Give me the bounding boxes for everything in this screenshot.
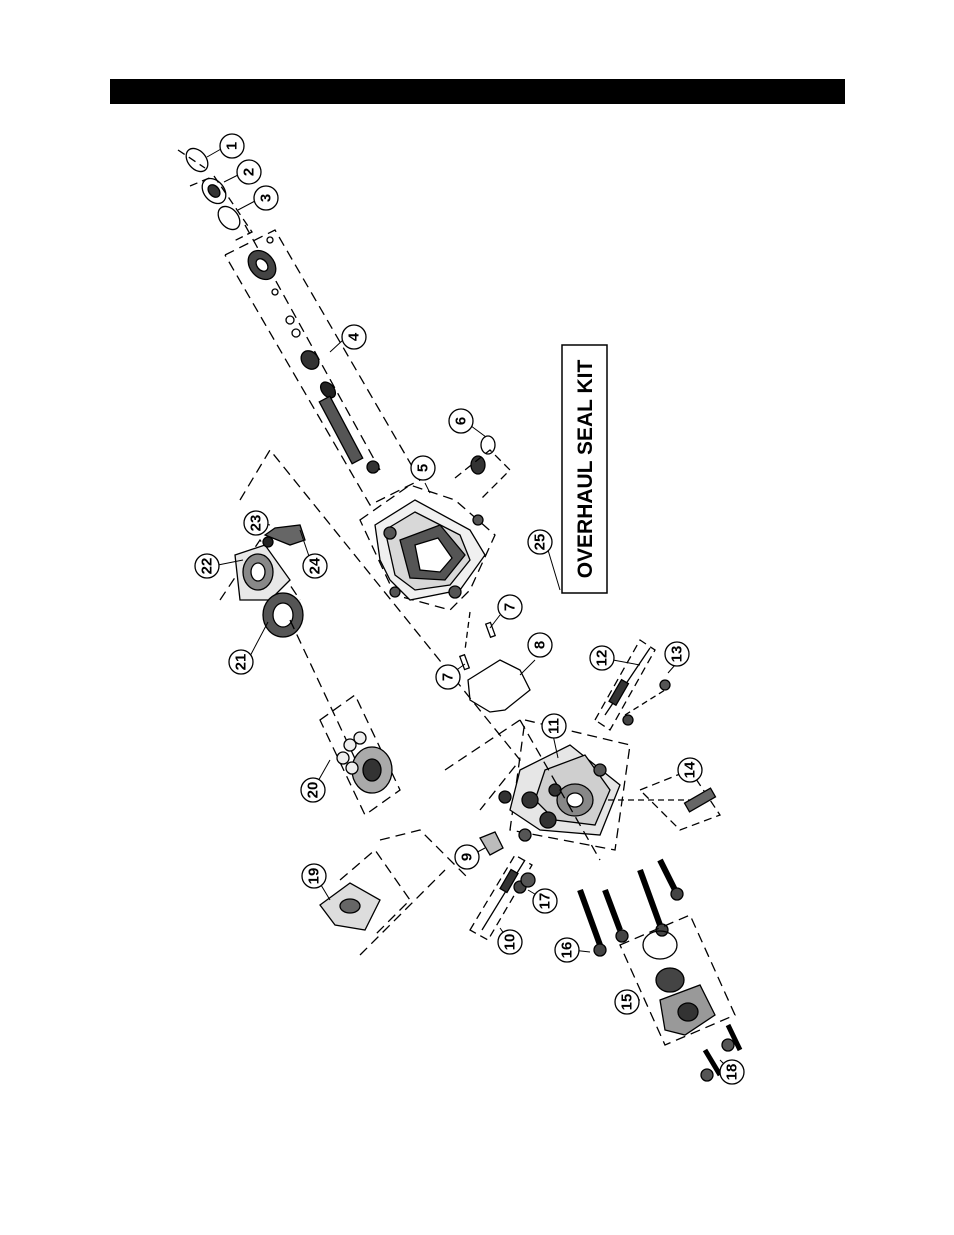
header-bar: [110, 79, 845, 104]
callout-17: 17: [532, 888, 558, 914]
svg-text:6: 6: [453, 417, 470, 425]
callout-2: 2: [236, 159, 262, 185]
callout-5: 5: [410, 455, 436, 481]
swashplate-group: [219, 448, 521, 811]
callout-23: 23: [243, 510, 269, 536]
callouts: 1 2 3 4 5 6 7 7 8 9 10 11 12 13 14 15 16…: [194, 133, 745, 1085]
svg-text:20: 20: [305, 782, 322, 799]
svg-text:25: 25: [532, 534, 549, 551]
svg-text:9: 9: [459, 853, 476, 861]
retaining-ring-shape: [185, 147, 209, 173]
svg-text:5: 5: [415, 464, 432, 472]
callout-14: 14: [677, 757, 703, 783]
svg-text:22: 22: [199, 558, 216, 575]
callout-15: 15: [614, 989, 640, 1015]
svg-text:4: 4: [346, 332, 363, 341]
callout-10: 10: [497, 929, 523, 955]
svg-text:10: 10: [502, 934, 519, 951]
svg-text:16: 16: [559, 942, 576, 959]
svg-text:11: 11: [546, 718, 563, 734]
svg-text:23: 23: [248, 515, 265, 532]
svg-text:21: 21: [233, 654, 250, 671]
svg-text:15: 15: [619, 994, 636, 1011]
callout-22: 22: [194, 553, 220, 579]
callout-1: 1: [219, 133, 245, 159]
svg-text:3: 3: [258, 194, 275, 202]
charge-pump-group: [619, 914, 743, 1082]
svg-text:8: 8: [532, 641, 549, 649]
cylinder-block-group: [319, 694, 401, 816]
seal-kit-label: OVERHAUL SEAL KIT: [574, 360, 597, 579]
callout-7a: 7: [497, 594, 523, 620]
end-cap-group: [498, 719, 631, 851]
gasket-shape: [467, 659, 531, 713]
svg-text:7: 7: [440, 673, 457, 681]
svg-text:19: 19: [306, 868, 323, 885]
plate-shape: [479, 831, 504, 856]
plug-17-shape: [520, 872, 536, 888]
callout-12: 12: [589, 645, 615, 671]
svg-text:14: 14: [682, 761, 699, 778]
svg-text:18: 18: [724, 1064, 741, 1081]
valve-12-group: [594, 639, 671, 731]
charge-pump-o-ring: [642, 930, 678, 960]
callout-19: 19: [301, 863, 327, 889]
callout-8: 8: [527, 632, 553, 658]
callout-13: 13: [664, 641, 690, 667]
bypass-valve-group: [608, 769, 721, 831]
callout-6: 6: [448, 408, 474, 434]
valve-10-group: [469, 854, 533, 941]
callout-20: 20: [300, 777, 326, 803]
callout-18: 18: [719, 1059, 745, 1085]
svg-text:13: 13: [669, 646, 686, 663]
svg-text:12: 12: [594, 650, 611, 667]
callout-21: 21: [228, 649, 254, 675]
svg-text:24: 24: [307, 557, 324, 574]
callout-16: 16: [554, 937, 580, 963]
callout-9: 9: [454, 844, 480, 870]
svg-text:17: 17: [537, 893, 554, 910]
callout-3: 3: [253, 185, 279, 211]
valve-plate-group: [319, 829, 471, 936]
callout-24: 24: [302, 553, 328, 579]
callout-25: 25: [527, 529, 553, 555]
callout-4: 4: [341, 324, 367, 350]
svg-text:2: 2: [241, 168, 258, 176]
callout-7b: 7: [435, 664, 461, 690]
bolts-16-group: [577, 858, 684, 957]
seal-kit-box: [561, 344, 608, 594]
dowel-pins: [458, 611, 497, 671]
svg-text:7: 7: [502, 603, 519, 611]
housing-group: [359, 435, 511, 611]
callout-11: 11: [541, 713, 567, 739]
svg-text:1: 1: [224, 142, 241, 150]
o-ring-shape: [217, 205, 241, 231]
input-shaft-group: [177, 147, 421, 506]
